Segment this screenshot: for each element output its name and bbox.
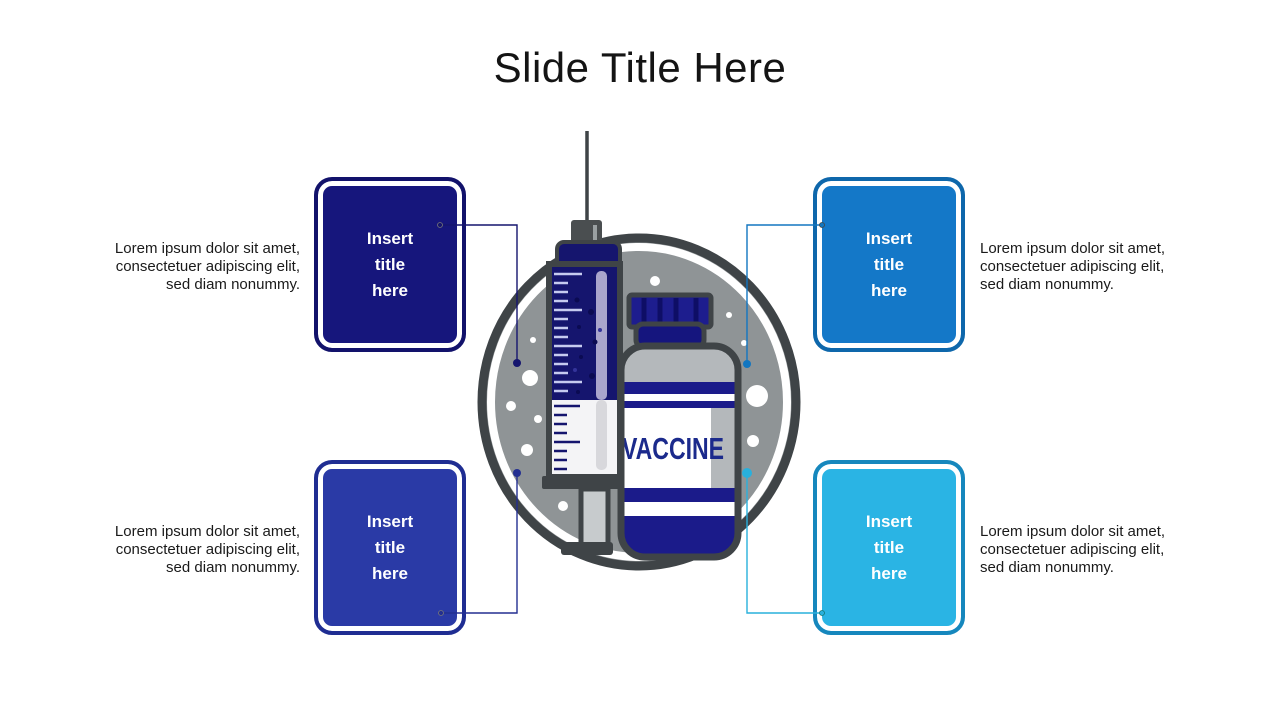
circle-backdrop [477, 233, 801, 571]
body-text-bottom-left: Lorem ipsum dolor sit amet, consectetuer… [114, 523, 300, 576]
insert-title-box-top-left[interactable]: Insert title here [314, 177, 466, 352]
vaccine-label-text: VACCINE [622, 431, 724, 466]
vaccine-vial-icon: VACCINE [617, 292, 742, 561]
insert-title-box-bottom-right[interactable]: Insert title here [813, 460, 965, 635]
insert-title-box-top-right[interactable]: Insert title here [813, 177, 965, 352]
insert-title-label: Insert title here [366, 228, 414, 300]
syringe-scale-ticks-upper [554, 272, 582, 393]
syringe-scale-ticks-lower [554, 404, 580, 471]
syringe-icon [542, 220, 624, 555]
body-text-top-right: Lorem ipsum dolor sit amet, consectetuer… [980, 240, 1166, 293]
liquid-bubbles [573, 297, 602, 394]
body-text-top-left: Lorem ipsum dolor sit amet, consectetuer… [114, 240, 300, 293]
page-title: Slide Title Here [493, 44, 787, 91]
insert-title-label: Insert title here [366, 511, 414, 583]
decorative-dots [506, 276, 768, 511]
insert-title-box-bottom-left[interactable]: Insert title here [314, 460, 466, 635]
insert-title-label: Insert title here [865, 228, 913, 300]
body-text-bottom-right: Lorem ipsum dolor sit amet, consectetuer… [980, 523, 1166, 576]
insert-title-label: Insert title here [865, 511, 913, 583]
